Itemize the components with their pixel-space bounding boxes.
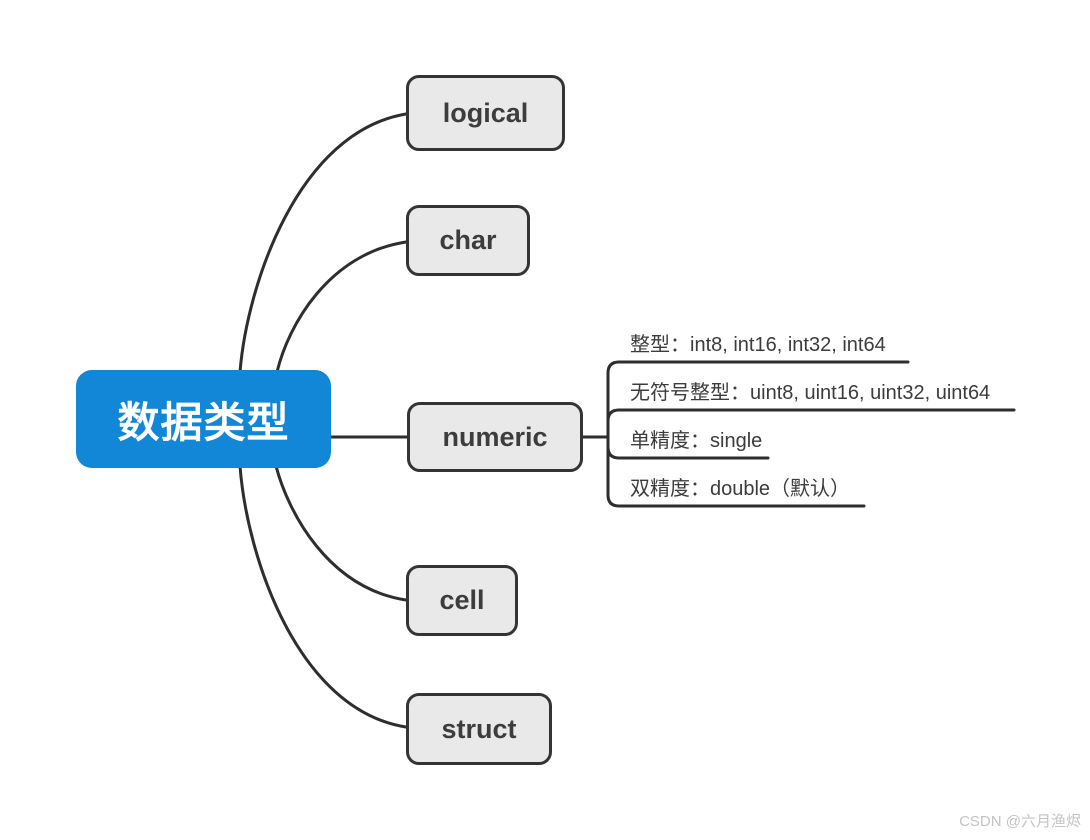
topic-numeric-label: numeric: [442, 421, 548, 452]
subtopic-unsigned-integer[interactable]: 无符号整型：uint8, uint16, uint32, uint64: [630, 382, 991, 404]
topic-struct[interactable]: struct: [406, 693, 552, 765]
topic-logical[interactable]: logical: [406, 75, 565, 151]
edge-sub-double: [606, 435, 866, 508]
subtopic-integer[interactable]: 整型：int8, int16, int32, int64: [630, 334, 886, 356]
root-topic-label: 数据类型: [117, 398, 290, 446]
edge-sub-uint: [606, 408, 1016, 439]
topic-cell-label: cell: [439, 585, 485, 615]
edge-root-char: [275, 240, 408, 374]
topic-char-label: char: [439, 225, 497, 255]
topic-struct-label: struct: [441, 713, 517, 744]
root-topic[interactable]: 数据类型: [76, 370, 331, 468]
subtopic-double-precision[interactable]: 双精度：double（默认）: [630, 478, 851, 500]
edge-root-cell: [274, 464, 408, 602]
watermark: CSDN @六月渔烬: [959, 813, 1081, 830]
edge-root-logical: [238, 112, 408, 374]
topic-numeric[interactable]: numeric: [407, 402, 583, 472]
edge-sub-int: [606, 360, 910, 439]
topic-cell[interactable]: cell: [406, 565, 518, 636]
topic-logical-label: logical: [442, 97, 529, 128]
subtopic-single-precision[interactable]: 单精度：single: [630, 430, 763, 452]
topic-char[interactable]: char: [406, 205, 530, 276]
edge-root-struct: [238, 464, 408, 729]
